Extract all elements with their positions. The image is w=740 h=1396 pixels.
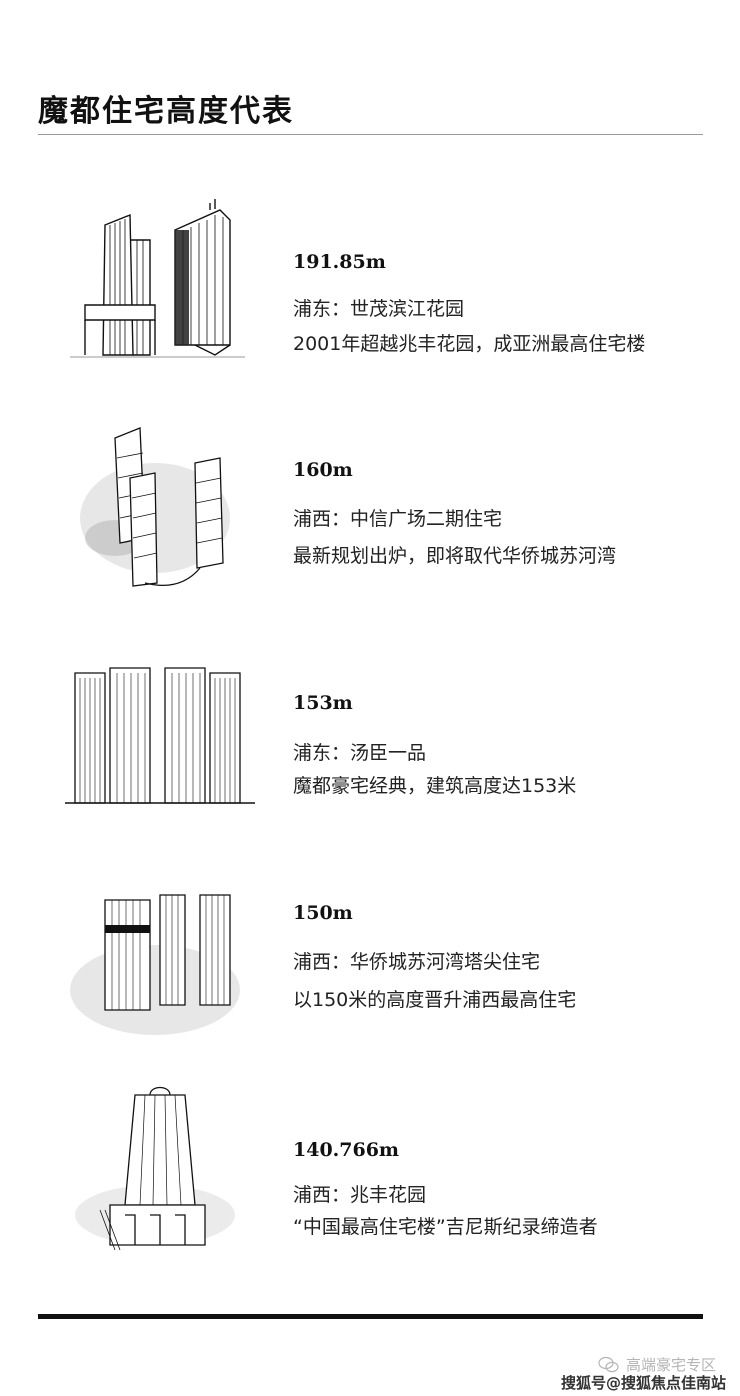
wechat-icon [598,1356,619,1372]
tower-illustration-5 [55,1085,265,1255]
page-title: 魔都住宅高度代表 [38,94,294,129]
watermark: 搜狐号@搜狐焦点佳南站 [560,1374,726,1392]
location-text: 浦东：世茂滨江花园 [293,298,465,320]
tower-illustration-2 [55,418,265,588]
note-text: 魔都豪宅经典，建筑高度达153米 [293,775,577,797]
footer-account: 高端豪宅专区 [598,1354,716,1375]
tower-illustration-3 [55,658,265,828]
title-divider [38,134,703,135]
height-value: 140.766m [293,1139,400,1161]
location-text: 浦西：华侨城苏河湾塔尖住宅 [293,951,541,973]
note-text: 最新规划出炉，即将取代华侨城苏河湾 [293,545,617,567]
location-text: 浦东：汤臣一品 [293,742,427,764]
location-text: 浦西：兆丰花园 [293,1184,427,1206]
note-text: 2001年超越兆丰花园，成亚洲最高住宅楼 [293,333,646,355]
note-text: 以150米的高度晋升浦西最高住宅 [293,989,577,1011]
height-value: 150m [293,902,353,924]
height-value: 191.85m [293,251,386,273]
note-text: “中国最高住宅楼”吉尼斯纪录缔造者 [293,1216,598,1238]
account-name: 高端豪宅专区 [625,1356,716,1374]
tower-illustration-1 [55,195,265,365]
tower-illustration-4 [55,880,265,1050]
height-value: 153m [293,692,353,714]
location-text: 浦西：中信广场二期住宅 [293,508,503,530]
bottom-divider [38,1314,703,1319]
height-value: 160m [293,459,353,481]
